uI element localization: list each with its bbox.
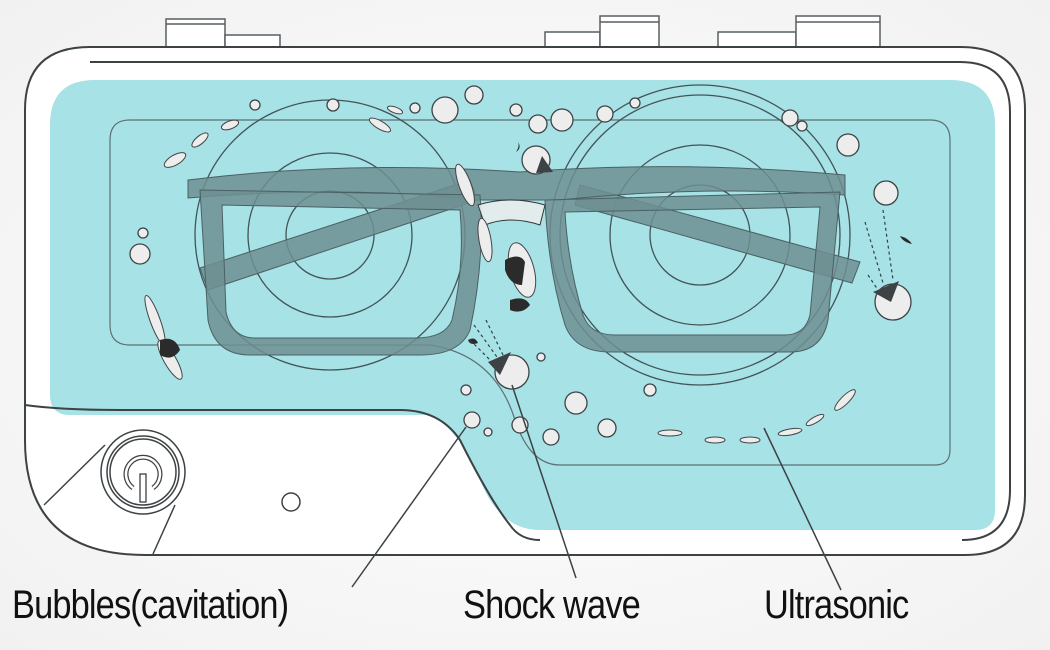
leader-lines	[351, 384, 842, 591]
label-ultrasonic: Ultrasonic	[764, 583, 909, 627]
lid-tabs-right	[717, 15, 881, 48]
indicator-led	[281, 492, 301, 512]
panel-line-right	[152, 504, 176, 555]
shock-wave-lines	[469, 209, 894, 363]
device-inner-rim	[90, 61, 1011, 541]
label-shock-wave: Shock wave	[463, 583, 641, 627]
eyeglasses	[187, 166, 861, 356]
nose-bridge	[477, 199, 546, 226]
shock-wave-arrows	[488, 156, 899, 375]
debris	[160, 142, 912, 358]
power-button[interactable]	[100, 429, 186, 515]
power-icon	[123, 454, 163, 503]
cavitation-bubbles	[129, 85, 912, 446]
panel-line-left	[43, 444, 106, 506]
leader-line-bubbles	[351, 426, 467, 588]
control-panel-edge	[24, 404, 541, 541]
label-bubbles-cavitation: Bubbles(cavitation)	[12, 583, 289, 627]
leader-line-shock-wave	[511, 384, 577, 579]
lens-frame-right	[544, 191, 841, 353]
leader-line-ultrasonic	[763, 427, 842, 591]
